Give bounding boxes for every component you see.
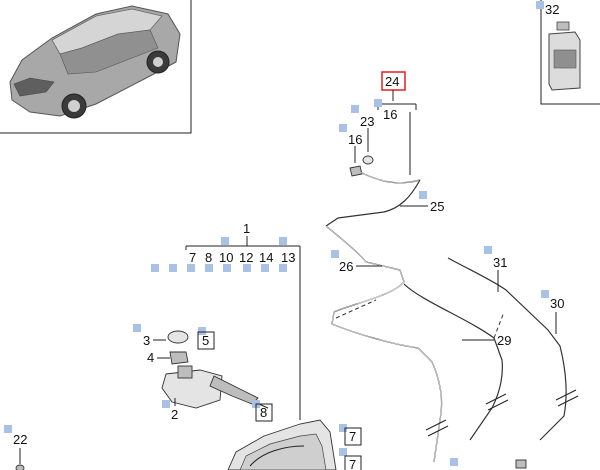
marker-square	[243, 264, 251, 272]
reservoir-group: 1 7 8 10 12 14 13 3	[133, 221, 362, 470]
label-30[interactable]: 30	[550, 296, 564, 311]
label-24[interactable]: 24	[385, 74, 399, 89]
label-22[interactable]: 22	[13, 432, 27, 447]
part-27-group: 27	[450, 458, 527, 470]
marker-square	[187, 264, 195, 272]
label-10[interactable]: 10	[219, 250, 233, 265]
marker-square	[162, 400, 170, 408]
marker-square	[205, 264, 213, 272]
part-22	[15, 464, 25, 470]
marker-square	[339, 424, 347, 432]
seal-part	[169, 351, 189, 365]
label-12[interactable]: 12	[239, 250, 253, 265]
marker-square	[339, 448, 347, 456]
upper-hose-group: 24 16 23 16 25	[325, 71, 444, 227]
vehicle-thumbnail	[0, 0, 192, 134]
marker-square	[419, 191, 427, 199]
label-16b[interactable]: 16	[348, 132, 362, 147]
marker-square	[331, 250, 339, 258]
box-label-7	[344, 427, 362, 446]
label-7c[interactable]: 7	[349, 457, 356, 470]
marker-square	[279, 237, 287, 245]
marker-square	[279, 264, 287, 272]
label-2[interactable]: 2	[171, 407, 178, 422]
label-27[interactable]: 27	[458, 467, 472, 470]
connector-part	[515, 459, 527, 469]
box-label-7c	[344, 455, 362, 470]
marker-square	[169, 264, 177, 272]
nozzle-part	[349, 165, 363, 177]
label-4[interactable]: 4	[147, 350, 154, 365]
marker-square	[4, 425, 12, 433]
washer-reservoir	[227, 419, 337, 470]
marker-square	[221, 237, 229, 245]
label-25[interactable]: 25	[430, 199, 444, 214]
marker-square	[151, 264, 159, 272]
marker-row	[151, 264, 287, 272]
label-13[interactable]: 13	[281, 250, 295, 265]
part-22-group: 22	[4, 425, 27, 470]
label-7[interactable]: 7	[189, 250, 196, 265]
marker-square	[351, 105, 359, 113]
fluid-bottle-box: 32	[536, 0, 600, 105]
marker-square	[374, 99, 382, 107]
marker-square	[223, 264, 231, 272]
label-23[interactable]: 23	[360, 114, 374, 129]
marker-square	[450, 458, 458, 466]
cap-part	[167, 330, 189, 344]
box-label-8	[255, 403, 273, 422]
fluid-bottle	[548, 21, 581, 91]
marker-square	[484, 246, 492, 254]
marker-square	[133, 324, 141, 332]
label-16[interactable]: 16	[383, 107, 397, 122]
marker-square	[198, 327, 206, 335]
label-31[interactable]: 31	[493, 255, 507, 270]
label-8[interactable]: 8	[205, 250, 212, 265]
label-14[interactable]: 14	[259, 250, 273, 265]
pipe-break-marks	[425, 389, 579, 437]
box-label-5	[197, 331, 215, 350]
label-7b[interactable]: 7	[349, 429, 356, 444]
car-illustration	[9, 5, 181, 119]
main-hose-group: 26 31 30 29	[325, 225, 579, 463]
sub-part-numbers: 7 8 10 12 14 13	[189, 250, 295, 265]
label-1[interactable]: 1	[243, 221, 250, 236]
label-3[interactable]: 3	[143, 333, 150, 348]
clip-part	[362, 155, 374, 165]
marker-square	[541, 290, 549, 298]
label-26[interactable]: 26	[339, 259, 353, 274]
label-32[interactable]: 32	[545, 2, 559, 17]
label-29[interactable]: 29	[497, 333, 511, 348]
label-8b[interactable]: 8	[260, 405, 267, 420]
marker-square	[261, 264, 269, 272]
marker-square	[339, 124, 347, 132]
label-5[interactable]: 5	[202, 333, 209, 348]
marker-square	[536, 1, 544, 9]
